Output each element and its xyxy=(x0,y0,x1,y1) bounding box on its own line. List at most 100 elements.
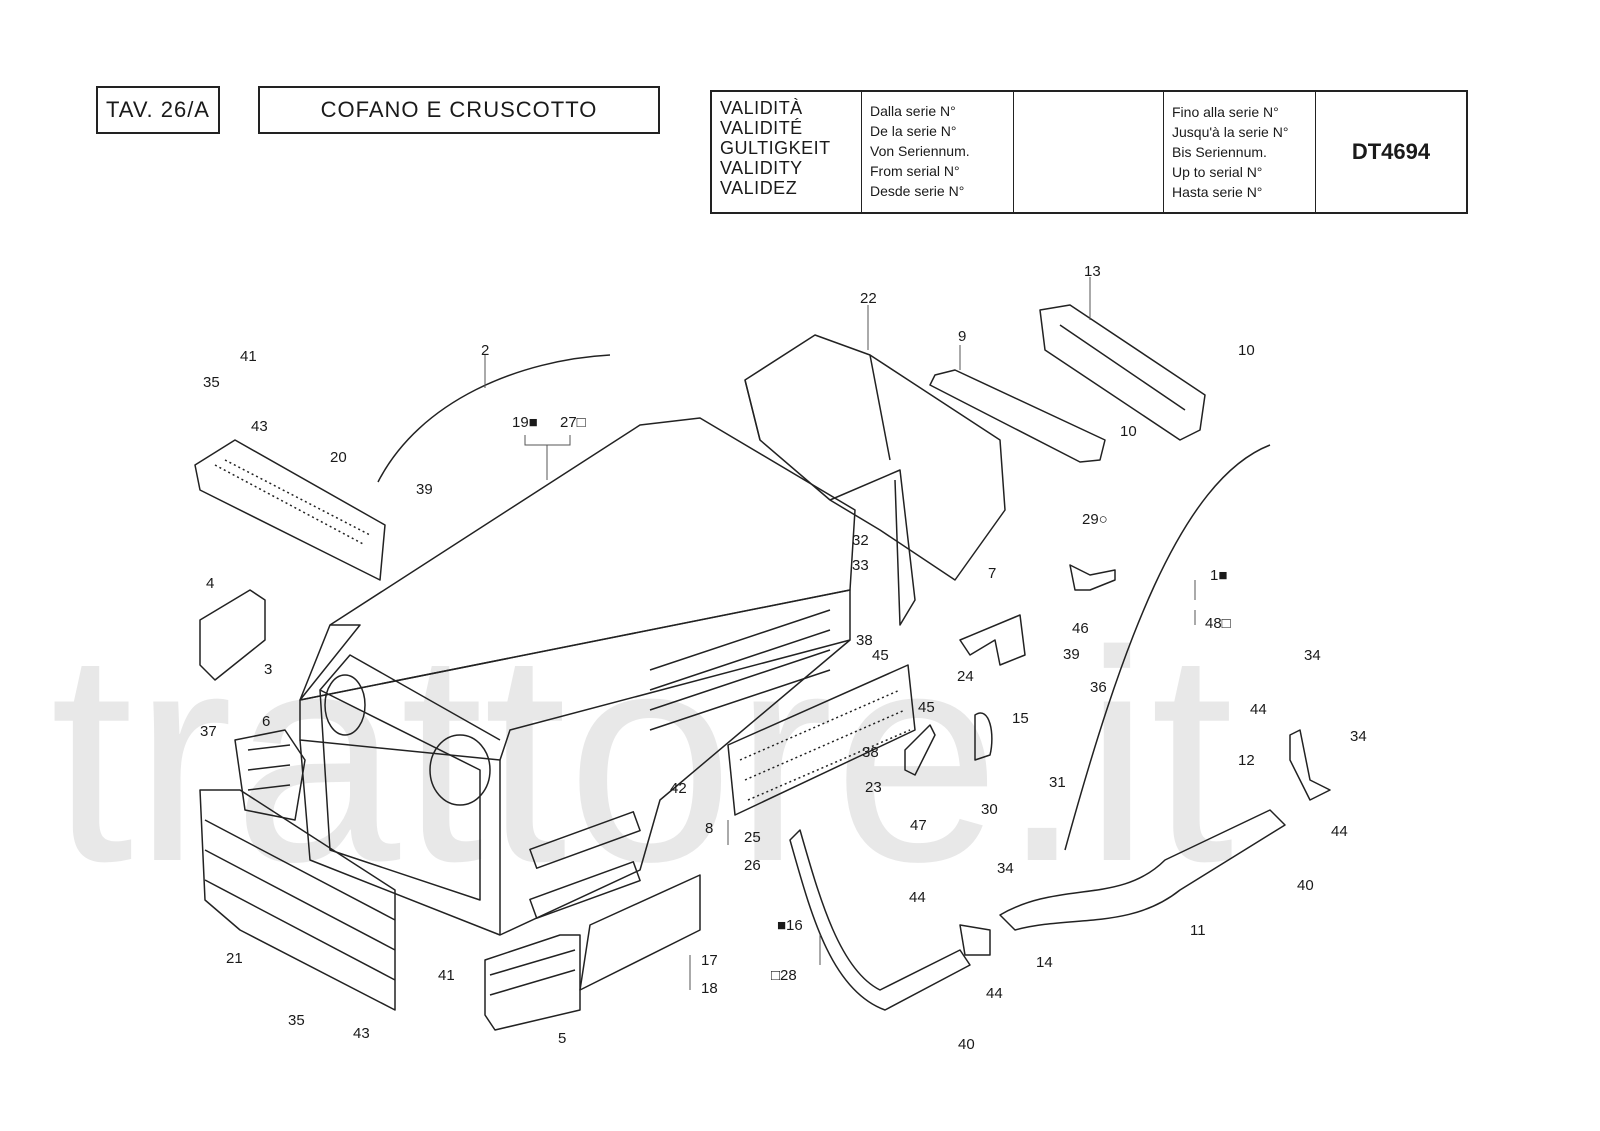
callout-46: 46 xyxy=(1072,620,1089,637)
bracket-12 xyxy=(1289,729,1331,801)
callout-37: 37 xyxy=(200,723,217,740)
callout-8: 8 xyxy=(705,820,713,837)
callout-27: 27□ xyxy=(560,414,586,431)
callout-39b: 39 xyxy=(1063,646,1080,663)
callout-33: 33 xyxy=(852,557,869,574)
to-serial-label: Hasta serie N° xyxy=(1172,184,1263,200)
callout-12: 12 xyxy=(1238,752,1255,769)
front-grille-21 xyxy=(199,789,396,1011)
callout-40: 40 xyxy=(1297,877,1314,894)
callout-6: 6 xyxy=(262,713,270,730)
callout-36: 36 xyxy=(1090,679,1107,696)
callout-31: 31 xyxy=(1049,774,1066,791)
bracket-4 xyxy=(199,589,266,681)
leader-lines xyxy=(484,277,1196,990)
callout-42: 42 xyxy=(670,780,687,797)
callout-43: 43 xyxy=(251,418,268,435)
watermark: trattore.it xyxy=(50,588,1235,924)
callout-15: 15 xyxy=(1012,710,1029,727)
to-serial-labels: Fino alla serie N° Jusqu'à la serie N° B… xyxy=(1164,92,1316,212)
decal-panel xyxy=(579,874,701,991)
latch-15 xyxy=(974,712,993,761)
from-serial-label: From serial N° xyxy=(870,163,960,179)
callout-20: 20 xyxy=(330,449,347,466)
callout-45b: 45 xyxy=(918,699,935,716)
callout-14: 14 xyxy=(1036,954,1053,971)
validity-labels: VALIDITÀ VALIDITÉ GULTIGKEIT VALIDITY VA… xyxy=(712,92,862,212)
callout-26: 26 xyxy=(744,857,761,874)
lower-grille-5 xyxy=(484,934,581,1031)
callout-10: 10 xyxy=(1238,342,1255,359)
callout-44d: 44 xyxy=(986,985,1003,1002)
callout-17: 17 xyxy=(701,952,718,969)
to-serial-label: Jusqu'à la serie N° xyxy=(1172,124,1289,140)
callouts: 1■ 2 3 4 5 6 7 8 9 10 10 11 12 13 14 15 … xyxy=(200,263,1367,1053)
callout-2: 2 xyxy=(481,342,489,359)
from-serial-label: Von Seriennum. xyxy=(870,143,970,159)
callout-41b: 41 xyxy=(438,967,455,984)
muffler-11 xyxy=(999,809,1286,931)
bracket-23 xyxy=(904,724,936,776)
from-serial-label: Dalla serie N° xyxy=(870,103,956,119)
validity-label: VALIDITÉ xyxy=(720,118,803,138)
callout-43b: 43 xyxy=(353,1025,370,1042)
from-serial-value xyxy=(1014,92,1164,212)
callout-35: 35 xyxy=(203,374,220,391)
callout-41: 41 xyxy=(240,348,257,365)
vent-6 xyxy=(234,729,306,821)
callout-9: 9 xyxy=(958,328,966,345)
callout-34c: 34 xyxy=(997,860,1014,877)
grille-20 xyxy=(194,439,386,581)
hood-assembly-drawing xyxy=(194,304,1331,1031)
callout-47: 47 xyxy=(910,817,927,834)
to-serial-label: Bis Seriennum. xyxy=(1172,144,1267,160)
callout-22: 22 xyxy=(860,290,877,307)
callout-38b: 38 xyxy=(862,744,879,761)
from-serial-labels: Dalla serie N° De la serie N° Von Serien… xyxy=(862,92,1014,212)
plate-number: TAV. 26/A xyxy=(96,86,220,134)
callout-11: 11 xyxy=(1190,922,1206,939)
callout-34: 34 xyxy=(1304,647,1321,664)
callout-7: 7 xyxy=(988,565,996,582)
bracket-24 xyxy=(959,614,1026,666)
callout-3: 3 xyxy=(264,661,272,678)
to-serial-label: Fino alla serie N° xyxy=(1172,104,1279,120)
callout-23: 23 xyxy=(865,779,882,796)
callout-21: 21 xyxy=(226,950,243,967)
callout-44: 44 xyxy=(1250,701,1267,718)
part-code: DT4694 xyxy=(1351,139,1431,164)
to-serial-label: Up to serial N° xyxy=(1172,164,1263,180)
callout-16: ■16 xyxy=(777,917,803,934)
exhaust-pipe xyxy=(789,829,971,1011)
callout-24: 24 xyxy=(957,668,974,685)
cable-1 xyxy=(1064,444,1271,851)
callout-5: 5 xyxy=(558,1030,566,1047)
callout-38: 38 xyxy=(856,632,873,649)
callout-39: 39 xyxy=(416,481,433,498)
callout-30: 30 xyxy=(981,801,998,818)
from-serial-label: Desde serie N° xyxy=(870,183,965,199)
callout-44b: 44 xyxy=(1331,823,1348,840)
panel-13 xyxy=(1039,304,1206,441)
callout-19: 19■ xyxy=(512,414,538,431)
bracket-29 xyxy=(1069,564,1116,591)
hood-body xyxy=(299,417,856,936)
panel-9 xyxy=(929,369,1106,463)
validity-label: GULTIGKEIT xyxy=(720,138,831,158)
callout-13: 13 xyxy=(1084,263,1101,280)
callout-34b: 34 xyxy=(1350,728,1367,745)
callout-28: □28 xyxy=(771,967,797,984)
callout-35b: 35 xyxy=(288,1012,305,1029)
from-serial-label: De la serie N° xyxy=(870,123,957,139)
callout-4: 4 xyxy=(206,575,214,592)
validity-label: VALIDITY xyxy=(720,158,803,178)
validity-label: VALIDEZ xyxy=(720,178,798,198)
callout-40b: 40 xyxy=(958,1036,975,1053)
validity-label: VALIDITÀ xyxy=(720,98,803,118)
dashboard-cover xyxy=(744,334,1006,626)
cable-2 xyxy=(377,354,611,483)
validity-table: VALIDITÀ VALIDITÉ GULTIGKEIT VALIDITY VA… xyxy=(710,90,1468,214)
page-title: COFANO E CRUSCOTTO xyxy=(258,86,660,134)
mesh-panel xyxy=(727,664,916,816)
